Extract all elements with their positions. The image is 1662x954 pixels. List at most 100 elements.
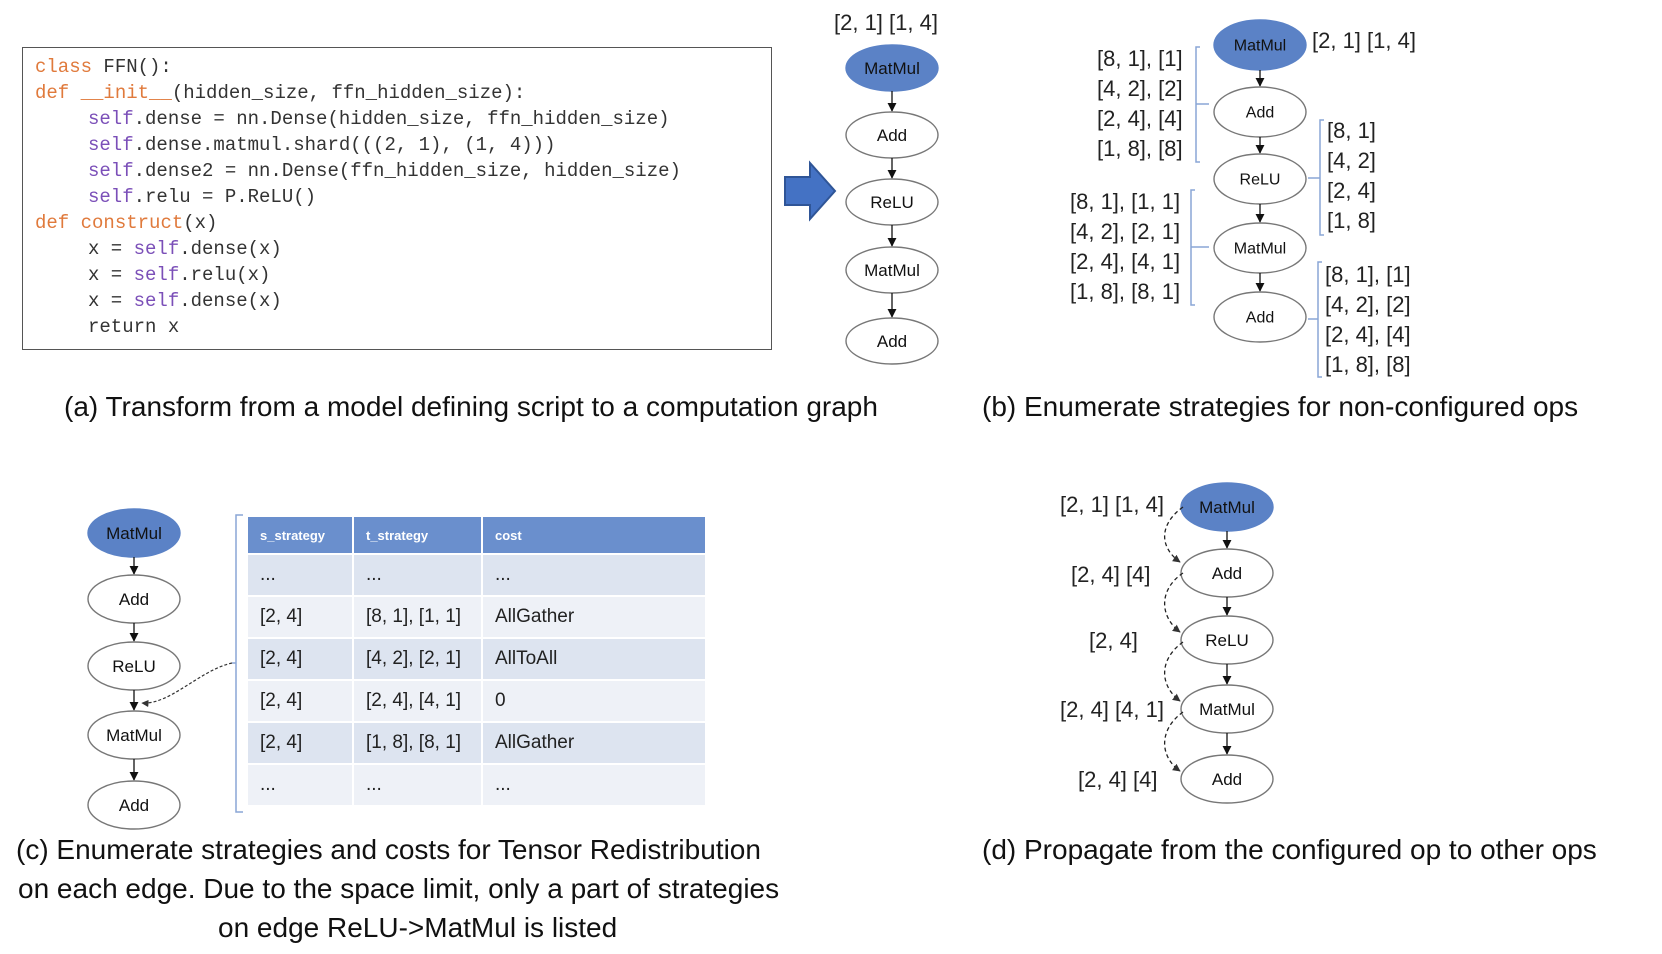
code-line: self.dense = nn.Dense(hidden_size, ffn_h… <box>88 108 670 130</box>
svg-text:MatMul: MatMul <box>1199 498 1255 517</box>
svg-text:MatMul: MatMul <box>864 261 920 280</box>
graph-a-matmul-node-2: MatMul <box>845 246 939 294</box>
table-cell: 0 <box>483 681 705 721</box>
caption-c-line-3: on edge ReLU->MatMul is listed <box>218 912 618 943</box>
graph-a-top-label: [2, 1] [1, 4] <box>834 10 938 35</box>
table-cell: [1, 8], [8, 1] <box>354 723 481 763</box>
bracket-add2 <box>1308 261 1322 378</box>
graph-a-add-node: Add <box>845 111 939 159</box>
transform-arrow <box>784 160 837 222</box>
svg-text:Add: Add <box>1212 770 1242 789</box>
graph-d-add-node: Add <box>1180 548 1274 598</box>
table-row: [2, 4] [8, 1], [1, 1] AllGather <box>248 597 705 637</box>
matmul2-strategy-2: [2, 4], [4, 1] <box>1070 249 1181 274</box>
graph-a-matmul-node: MatMul <box>845 44 939 92</box>
table-cell: [2, 4], [4, 1] <box>354 681 481 721</box>
graph-b-top-label: [2, 1] [1, 4] <box>1312 28 1416 53</box>
svg-text:ReLU: ReLU <box>112 657 155 676</box>
caption-b: (b) Enumerate strategies for non-configu… <box>982 391 1579 422</box>
caption-a: (a) Transform from a model defining scri… <box>64 391 878 422</box>
graph-a-relu-node: ReLU <box>845 178 939 226</box>
header-t-strategy: t_strategy <box>354 517 481 553</box>
table-cell: [2, 4] <box>248 723 352 763</box>
table-row: [2, 4] [2, 4], [4, 1] 0 <box>248 681 705 721</box>
relu-strategy-1: [4, 2] <box>1327 148 1376 173</box>
add-strategy-1: [4, 2], [2] <box>1097 76 1183 101</box>
add2-strategy-3: [1, 8], [8] <box>1325 352 1411 377</box>
propagation-arrows <box>1163 506 1184 772</box>
graph-c-matmul-node-2: MatMul <box>87 710 181 760</box>
relu-strategy-0: [8, 1] <box>1327 118 1376 143</box>
table-bracket <box>235 514 243 813</box>
graph-d-relu-node: ReLU <box>1180 615 1274 665</box>
matmul2-strategy-0: [8, 1], [1, 1] <box>1070 189 1181 214</box>
table-cell: [2, 4] <box>248 639 352 679</box>
graph-d-matmul-node-2: MatMul <box>1180 684 1274 734</box>
add-strategy-3: [1, 8], [8] <box>1097 136 1183 161</box>
prop-label-matmul: [2, 1] [1, 4] <box>1060 492 1164 517</box>
add2-strategy-1: [4, 2], [2] <box>1325 292 1411 317</box>
code-line: x = self.relu(x) <box>88 264 271 286</box>
relu-strategy-2: [2, 4] <box>1327 178 1376 203</box>
code-line: class FFN(): <box>35 56 172 78</box>
graph-b-relu-node: ReLU <box>1213 153 1307 205</box>
code-line: return x <box>88 316 180 338</box>
svg-text:MatMul: MatMul <box>864 59 920 78</box>
prop-label-matmul2: [2, 4] [4, 1] <box>1060 697 1164 722</box>
table-cell: ... <box>248 555 352 595</box>
bracket-add <box>1195 46 1209 163</box>
add-strategy-0: [8, 1], [1] <box>1097 46 1183 71</box>
matmul2-strategy-3: [1, 8], [8, 1] <box>1070 279 1181 304</box>
code-line: self.relu = P.ReLU() <box>88 186 317 208</box>
svg-text:MatMul: MatMul <box>106 726 162 745</box>
code-box: class FFN(): def __init__(hidden_size, ff… <box>22 47 772 350</box>
graph-b-matmul-node: MatMul <box>1213 19 1307 71</box>
table-cell: [8, 1], [1, 1] <box>354 597 481 637</box>
graph-b-matmul-node-2: MatMul <box>1213 222 1307 274</box>
bracket-matmul2 <box>1190 189 1209 306</box>
graph-a-add-node-2: Add <box>845 317 939 365</box>
code-line: self.dense.matmul.shard(((2, 1), (1, 4))… <box>88 134 556 156</box>
code-line: self.dense2 = nn.Dense(ffn_hidden_size, … <box>88 160 681 182</box>
prop-label-add2: [2, 4] [4] <box>1078 767 1158 792</box>
svg-text:Add: Add <box>877 332 907 351</box>
table-row: [2, 4] [1, 8], [8, 1] AllGather <box>248 723 705 763</box>
graph-c-add-node-2: Add <box>87 780 181 830</box>
add2-strategy-0: [8, 1], [1] <box>1325 262 1411 287</box>
table-cell: AllToAll <box>483 639 705 679</box>
caption-c-line-1: (c) Enumerate strategies and costs for T… <box>16 834 761 865</box>
svg-text:Add: Add <box>1246 310 1274 327</box>
bracket-relu <box>1308 119 1324 236</box>
graph-b-add-node-2: Add <box>1213 291 1307 343</box>
table-cell: [2, 4] <box>248 681 352 721</box>
svg-text:Add: Add <box>119 590 149 609</box>
relu-strategy-3: [1, 8] <box>1327 208 1376 233</box>
graph-c-relu-node: ReLU <box>87 641 181 691</box>
svg-text:MatMul: MatMul <box>1234 38 1286 55</box>
graph-b-add-node: Add <box>1213 86 1307 138</box>
header-s-strategy: s_strategy <box>248 517 352 553</box>
code-line: x = self.dense(x) <box>88 290 282 312</box>
table-cell: [2, 4] <box>248 597 352 637</box>
graph-c-matmul-node: MatMul <box>87 508 181 558</box>
edge-pointer-line <box>141 662 233 708</box>
redistribution-table: s_strategy t_strategy cost ... ... ... [… <box>246 515 707 807</box>
table-cell: ... <box>354 765 481 805</box>
svg-text:ReLU: ReLU <box>1205 631 1248 650</box>
svg-text:MatMul: MatMul <box>1199 700 1255 719</box>
table-cell: [4, 2], [2, 1] <box>354 639 481 679</box>
prop-label-add: [2, 4] [4] <box>1071 562 1151 587</box>
table-row: ... ... ... <box>248 555 705 595</box>
table-cell: ... <box>483 765 705 805</box>
add2-strategy-2: [2, 4], [4] <box>1325 322 1411 347</box>
svg-text:Add: Add <box>1246 105 1274 122</box>
graph-d-add-node-2: Add <box>1180 754 1274 804</box>
code-line: def __init__(hidden_size, ffn_hidden_siz… <box>35 82 526 104</box>
table-cell: AllGather <box>483 723 705 763</box>
caption-d: (d) Propagate from the configured op to … <box>982 834 1597 865</box>
code-line: x = self.dense(x) <box>88 238 282 260</box>
table-row: ... ... ... <box>248 765 705 805</box>
code-line: def construct(x) <box>35 212 218 234</box>
prop-label-relu: [2, 4] <box>1089 628 1138 653</box>
